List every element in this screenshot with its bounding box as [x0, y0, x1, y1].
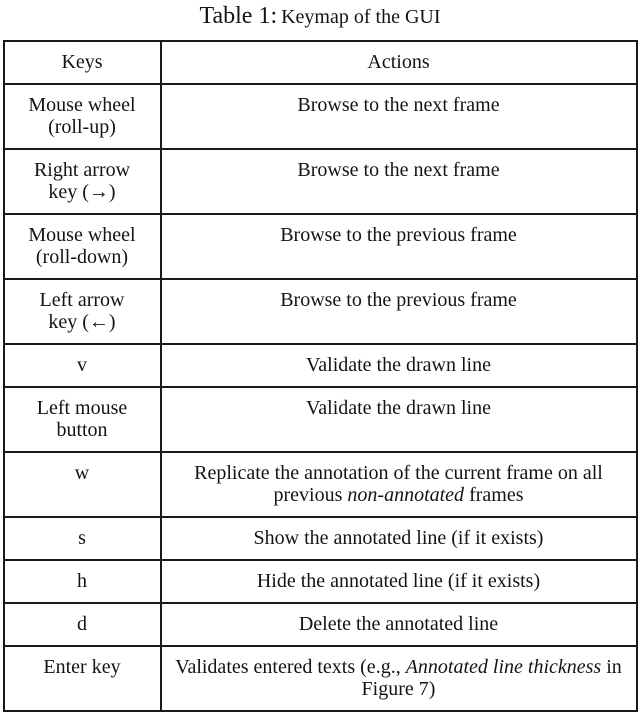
key-cell: Enter key	[2, 645, 162, 712]
action-cell: Replicate the annotation of the current …	[159, 451, 638, 518]
action-text: Browse to the next frame	[297, 159, 500, 181]
key-line: s	[78, 527, 86, 549]
key-line: (roll-down)	[35, 246, 129, 268]
action-text-italic: Annotated line thickness	[405, 656, 602, 678]
key-cell: d	[2, 602, 162, 647]
action-cell: Browse to the previous frame	[159, 213, 638, 280]
key-line: Right arrow	[33, 159, 131, 181]
action-text: Browse to the previous frame	[280, 289, 517, 311]
table-caption: Table 1: Keymap of the GUI	[0, 2, 640, 33]
action-text: Browse to the next frame	[297, 94, 500, 116]
table-row: h Hide the annotated line (if it exists)	[2, 559, 638, 604]
key-line: Mouse wheel	[28, 224, 136, 246]
action-cell: Hide the annotated line (if it exists)	[159, 559, 638, 604]
key-cell: w	[2, 451, 162, 518]
key-cell: Mouse wheel(roll-down)	[2, 213, 162, 280]
action-text-italic: non-annotated	[347, 484, 465, 506]
key-line: Enter key	[43, 656, 121, 678]
table-caption-label: Table 1:	[199, 3, 278, 29]
table-row: Enter key Validates entered texts (e.g., …	[2, 645, 638, 712]
key-line: Left mouse	[36, 397, 128, 419]
table-caption-text: Keymap of the GUI	[281, 6, 441, 28]
actions-column-header: Actions	[159, 40, 638, 85]
action-text: Validate the drawn line	[306, 397, 491, 419]
key-line: Left arrow	[39, 289, 125, 311]
key-line: w	[74, 462, 90, 484]
action-text: Show the annotated line (if it exists)	[253, 527, 544, 549]
action-text: Delete the annotated line	[298, 613, 499, 635]
action-cell: Validate the drawn line	[159, 386, 638, 453]
key-cell: Mouse wheel(roll-up)	[2, 83, 162, 150]
header-row: Keys Actions	[2, 40, 638, 85]
key-line: v	[77, 354, 87, 376]
action-text: Replicate the annotation of the current …	[194, 462, 603, 506]
key-line: h	[77, 570, 87, 592]
table-row: w Replicate the annotation of the current…	[2, 451, 638, 518]
table-row: Mouse wheel(roll-up) Browse to the next f…	[2, 83, 638, 150]
action-text: frames	[464, 484, 524, 506]
action-text: Browse to the previous frame	[280, 224, 517, 246]
action-cell: Delete the annotated line	[159, 602, 638, 647]
action-text: Validates entered texts (e.g.,	[175, 656, 406, 678]
key-line: (roll-up)	[48, 116, 116, 138]
key-line: button	[56, 419, 108, 441]
keys-column-header: Keys	[2, 40, 162, 85]
action-cell: Show the annotated line (if it exists)	[159, 516, 638, 561]
key-line: d	[77, 613, 87, 635]
key-cell: h	[2, 559, 162, 604]
key-cell: v	[2, 343, 162, 388]
action-text: Hide the annotated line (if it exists)	[256, 570, 541, 592]
action-text: Validate the drawn line	[306, 354, 491, 376]
key-line: Mouse wheel	[28, 94, 136, 116]
table-row: Mouse wheel(roll-down) Browse to the prev…	[2, 213, 638, 280]
table-row: d Delete the annotated line	[2, 602, 638, 647]
action-cell: Browse to the next frame	[159, 148, 638, 215]
table-row: v Validate the drawn line	[2, 343, 638, 388]
key-cell: s	[2, 516, 162, 561]
keymap-table-body: Mouse wheel(roll-up)Browse to the next f…	[2, 83, 638, 712]
action-text: in Figure 7)	[361, 656, 622, 700]
action-cell: Browse to the previous frame	[159, 278, 638, 345]
key-line: key (→)	[48, 181, 116, 203]
key-line: key (←)	[48, 311, 116, 333]
action-cell: Validates entered texts (e.g., Annotated…	[159, 645, 638, 712]
action-cell: Browse to the next frame	[159, 83, 638, 150]
action-cell: Validate the drawn line	[159, 343, 638, 388]
keymap-table: Keys Actions Mouse wheel(roll-up)Browse …	[2, 40, 638, 712]
table-row: s Show the annotated line (if it exists)	[2, 516, 638, 561]
